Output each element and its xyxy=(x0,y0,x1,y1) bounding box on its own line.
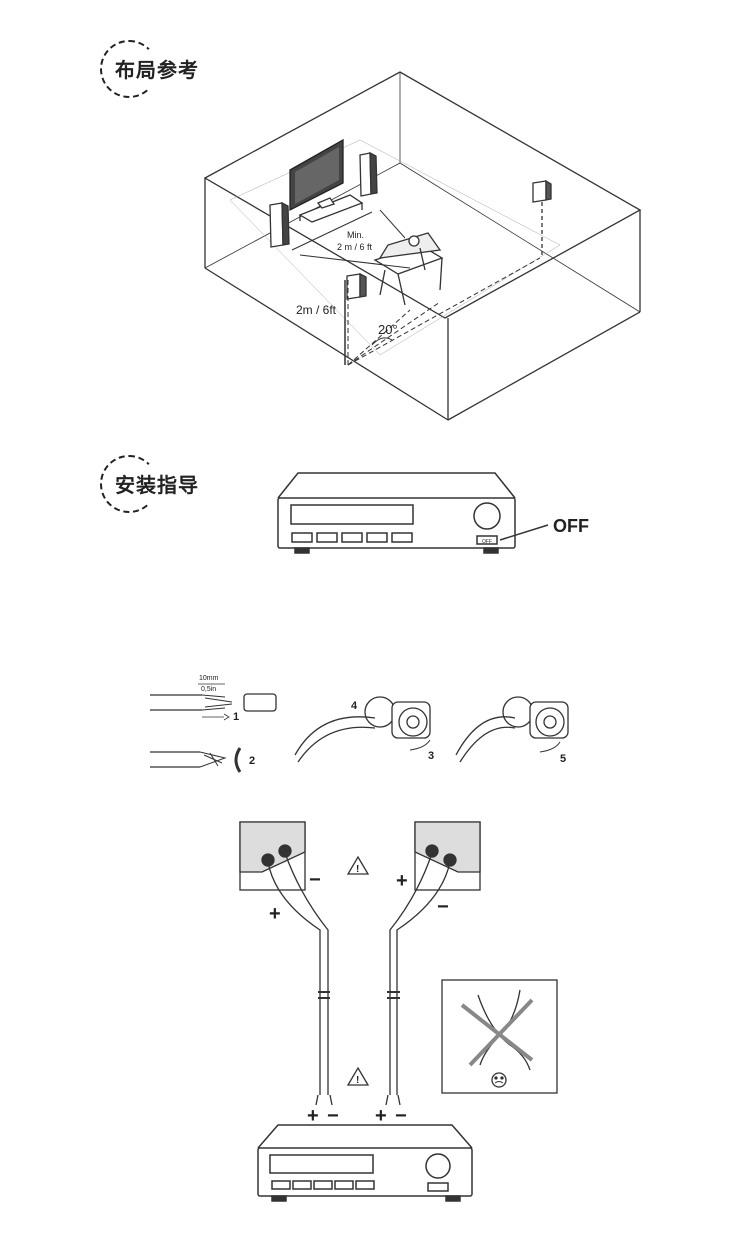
min-distance-label: 2 m / 6 ft xyxy=(337,242,373,252)
rear-left-speaker-icon xyxy=(346,272,367,300)
step-1-label: 1 xyxy=(233,711,239,723)
strip-length-mm: 10mm xyxy=(199,675,219,682)
right-speaker-cable xyxy=(385,852,451,1106)
rear-right-speaker-icon xyxy=(532,179,552,203)
warning-icon xyxy=(346,1066,370,1086)
left-speaker-terminal-icon xyxy=(239,821,306,891)
off-label: OFF xyxy=(553,516,589,536)
tv-icon xyxy=(289,138,364,223)
receiver-left-minus: − xyxy=(327,1105,339,1127)
right-tower-speaker-icon xyxy=(359,151,378,197)
section-badge-install: 安装指导 xyxy=(100,455,220,515)
dashed-circle-icon xyxy=(100,40,158,98)
receiver-off-icon xyxy=(277,472,549,554)
right-terminal-minus: − xyxy=(437,896,449,918)
left-tower-speaker-icon xyxy=(269,201,290,248)
binding-post-step-3-4 xyxy=(294,696,431,763)
right-terminal-plus: + xyxy=(396,870,408,892)
warning-icon xyxy=(346,855,370,875)
right-speaker-terminal-icon xyxy=(414,821,481,891)
sofa-icon xyxy=(373,232,444,306)
power-button-label: OFF xyxy=(482,539,492,545)
height-label: 2m / 6ft xyxy=(296,303,337,317)
step-4-label: 4 xyxy=(351,700,358,712)
receiver-right-plus: + xyxy=(375,1105,387,1127)
section-title-layout: 布局参考 xyxy=(115,58,199,82)
step-3-label: 3 xyxy=(428,750,434,762)
step-5-label: 5 xyxy=(560,753,566,765)
left-terminal-plus: + xyxy=(269,903,281,925)
wire-strip-step xyxy=(150,683,277,721)
room-diagram xyxy=(203,71,642,421)
warning-mark: ! xyxy=(356,1075,359,1086)
section-title-install: 安装指导 xyxy=(115,473,199,497)
incorrect-wiring-inset xyxy=(441,979,558,1094)
wire-twist-step xyxy=(150,747,242,773)
step-2-label: 2 xyxy=(249,755,255,767)
dashed-circle-icon xyxy=(100,455,158,513)
strip-length-in: 0,5in xyxy=(201,686,216,693)
receiver-connected-icon xyxy=(257,1124,473,1202)
min-label: Min. xyxy=(347,230,364,240)
left-speaker-cable xyxy=(267,852,333,1106)
warning-mark: ! xyxy=(356,864,359,875)
receiver-left-plus: + xyxy=(307,1105,319,1127)
left-terminal-minus: − xyxy=(309,869,321,891)
section-badge-layout: 布局参考 xyxy=(100,40,220,100)
angle-label: 20° xyxy=(378,322,398,337)
distance-lines xyxy=(291,209,541,366)
receiver-right-minus: − xyxy=(395,1105,407,1127)
binding-post-step-5 xyxy=(455,696,569,763)
